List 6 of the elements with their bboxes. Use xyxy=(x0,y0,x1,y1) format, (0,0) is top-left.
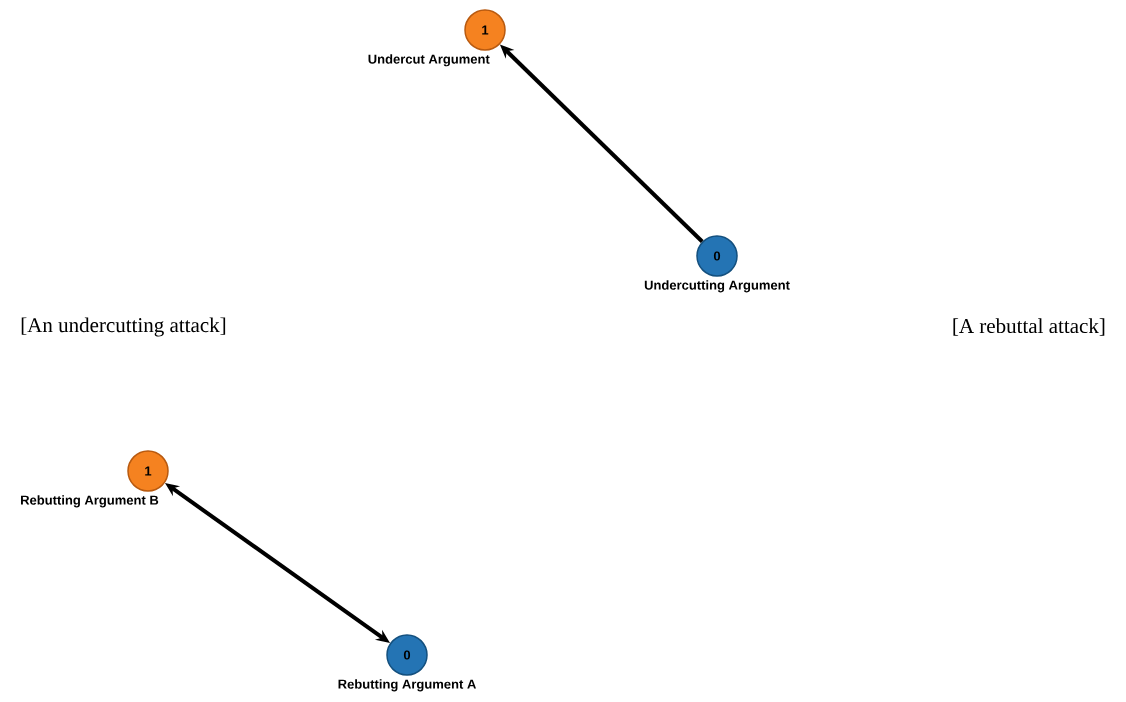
node-label: Undercutting Argument xyxy=(644,280,790,293)
caption-text: [A rebuttal attack] xyxy=(953,318,1105,336)
node-label: Rebutting Argument A xyxy=(338,679,476,692)
node-label: Undercut Argument xyxy=(368,54,490,67)
node-label: Rebutting Argument B xyxy=(21,495,159,508)
caption-text: [An undercutting attack] xyxy=(21,317,226,337)
